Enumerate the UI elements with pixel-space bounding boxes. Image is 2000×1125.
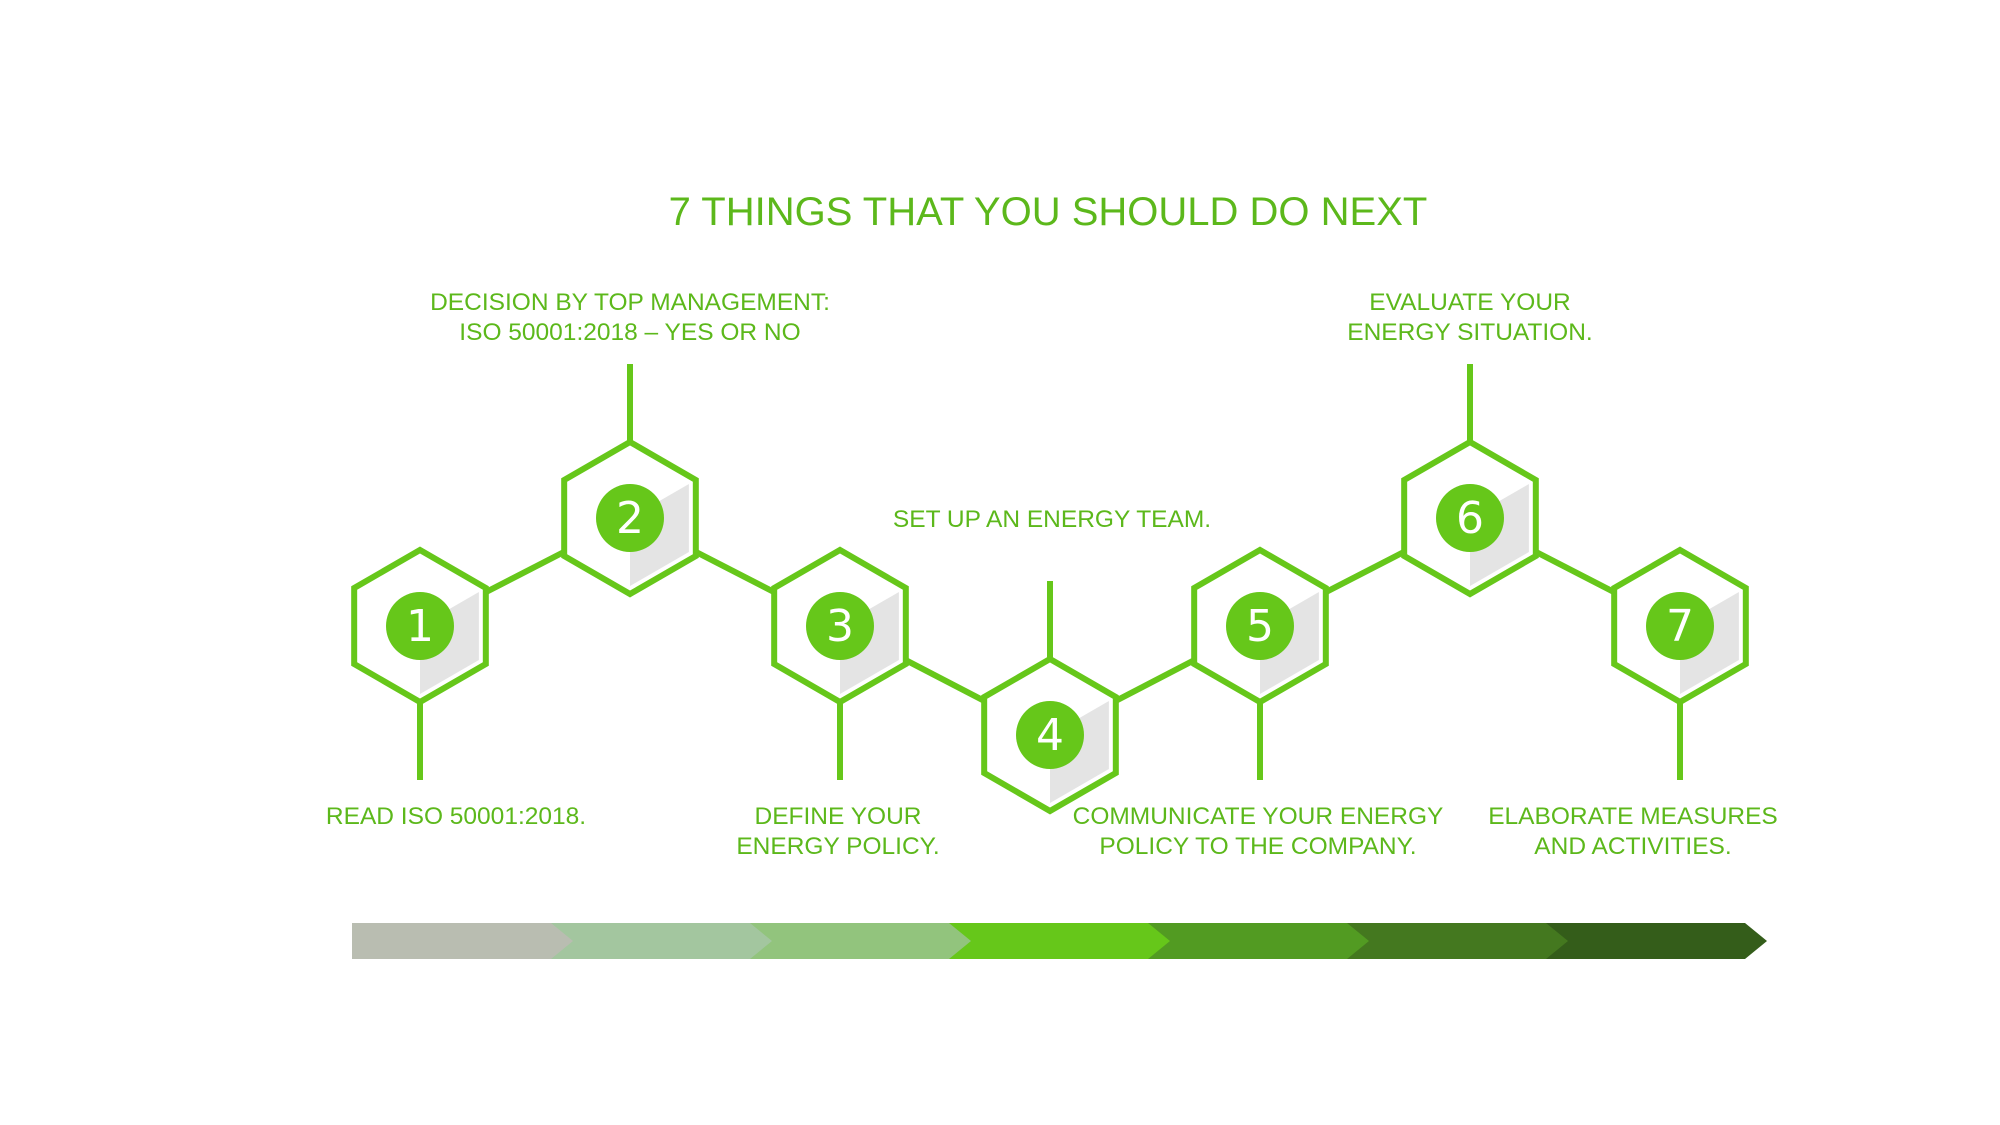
step-number-circle <box>596 484 664 552</box>
step-number: 4 <box>1036 710 1064 761</box>
step-number-circle <box>386 592 454 660</box>
step-number: 5 <box>1246 601 1274 652</box>
step-hexagon-4: 4 <box>981 655 1119 815</box>
step-number-circle <box>1226 592 1294 660</box>
diagram-title: 7 THINGS THAT YOU SHOULD DO NEXT <box>669 190 1428 234</box>
step-label-7: ELABORATE MEASURES AND ACTIVITIES. <box>1488 803 1778 860</box>
step-number-circle <box>806 592 874 660</box>
arrow-segment-1 <box>352 923 573 959</box>
arrow-segment-2 <box>551 923 772 959</box>
arrow-segment-7 <box>1546 923 1767 959</box>
arrow-segment-3 <box>750 923 971 959</box>
step-label-4: SET UP AN ENERGY TEAM. <box>893 506 1211 533</box>
step-label-line: COMMUNICATE YOUR ENERGY <box>1073 803 1444 830</box>
step-label-line: POLICY TO THE COMPANY. <box>1099 833 1416 860</box>
step-label-line: ISO 50001:2018 – YES OR NO <box>459 319 800 346</box>
step-label-line: READ ISO 50001:2018. <box>326 803 586 830</box>
step-label-line: ENERGY SITUATION. <box>1347 319 1593 346</box>
step-number: 3 <box>826 601 854 652</box>
hexagon-steps: 1 2 3 4 5 6 7 <box>351 438 1749 815</box>
step-number-circle <box>1646 592 1714 660</box>
step-number: 6 <box>1456 493 1484 544</box>
step-label-5: COMMUNICATE YOUR ENERGY POLICY TO THE COM… <box>1073 803 1444 860</box>
step-hexagon-7: 7 <box>1611 546 1749 706</box>
step-number-circle <box>1436 484 1504 552</box>
step-label-line: ELABORATE MEASURES <box>1488 803 1778 830</box>
step-hexagon-2: 2 <box>561 438 699 598</box>
arrow-segment-5 <box>1148 923 1369 959</box>
step-hexagon-1: 1 <box>351 546 489 706</box>
step-label-line: DEFINE YOUR <box>755 803 922 830</box>
step-label-3: DEFINE YOUR ENERGY POLICY. <box>736 803 939 860</box>
step-label-line: SET UP AN ENERGY TEAM. <box>893 506 1211 533</box>
step-labels: READ ISO 50001:2018. DECISION BY TOP MANA… <box>326 289 1778 860</box>
step-label-line: EVALUATE YOUR <box>1369 289 1571 316</box>
step-hexagon-3: 3 <box>771 546 909 706</box>
step-label-line: ENERGY POLICY. <box>736 833 939 860</box>
step-label-line: AND ACTIVITIES. <box>1534 833 1731 860</box>
step-label-6: EVALUATE YOUR ENERGY SITUATION. <box>1347 289 1593 346</box>
step-label-line: DECISION BY TOP MANAGEMENT: <box>430 289 830 316</box>
arrow-segment-6 <box>1347 923 1568 959</box>
step-hexagon-6: 6 <box>1401 438 1539 598</box>
step-label-1: READ ISO 50001:2018. <box>326 803 586 830</box>
step-hexagon-5: 5 <box>1191 546 1329 706</box>
step-number: 7 <box>1666 601 1694 652</box>
arrow-segment-4 <box>949 923 1170 959</box>
progress-arrow <box>352 923 1767 959</box>
step-label-2: DECISION BY TOP MANAGEMENT: ISO 50001:201… <box>430 289 830 346</box>
step-number: 2 <box>616 493 644 544</box>
step-number: 1 <box>406 601 434 652</box>
step-number-circle <box>1016 701 1084 769</box>
